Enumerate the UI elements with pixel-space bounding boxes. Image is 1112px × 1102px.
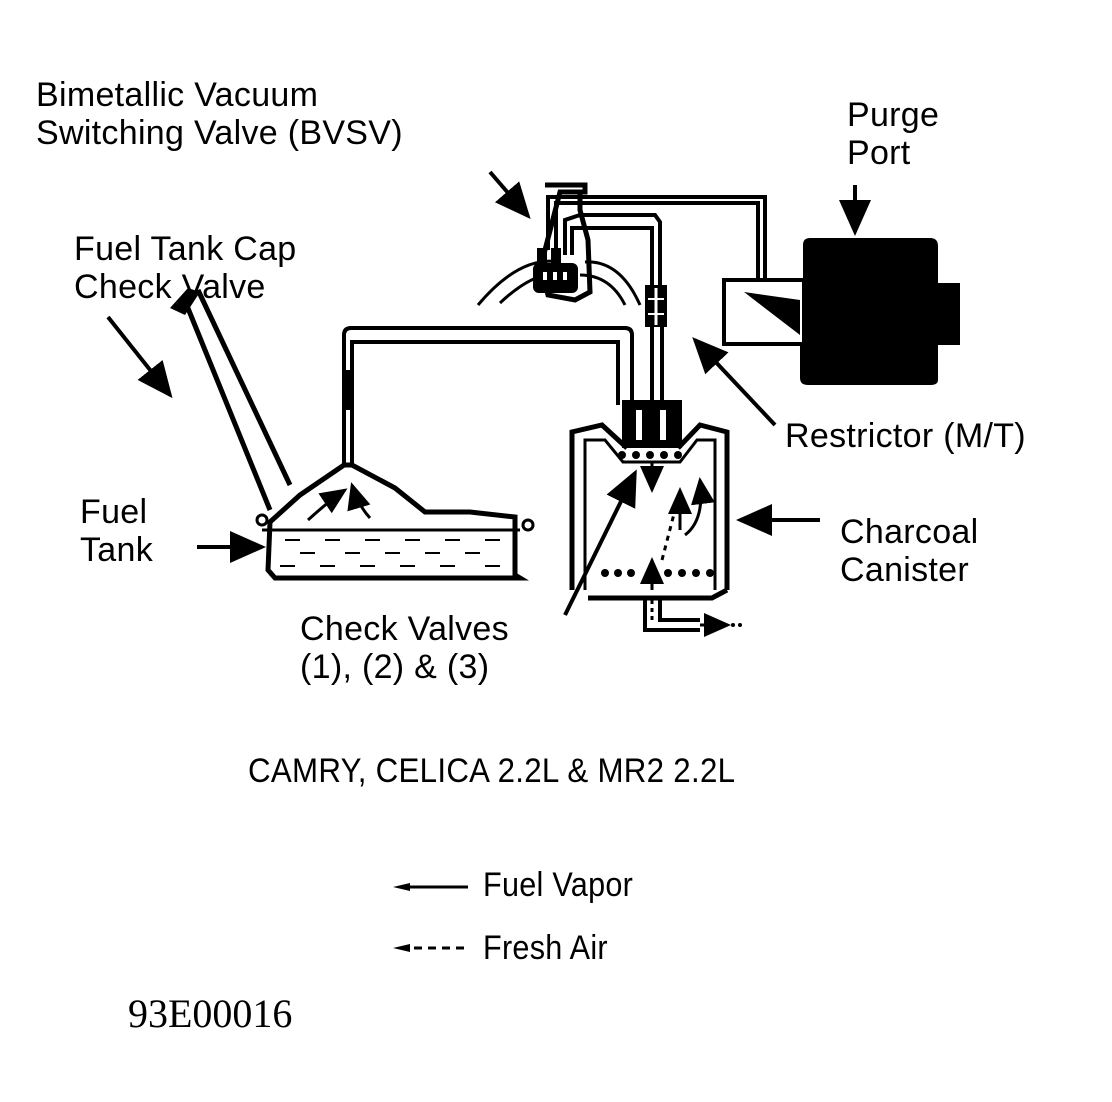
fuel-tank	[170, 288, 535, 581]
bvsv-valve	[533, 182, 593, 303]
fuel-liquid	[280, 539, 500, 567]
legend-fresh-air-label: Fresh Air	[483, 929, 608, 967]
legend-swatches	[393, 883, 468, 952]
fuel-tank-label: Fuel Tank	[80, 493, 153, 569]
check-valves-leader-arrow	[563, 469, 637, 616]
cap-check-valve-label: Fuel Tank Cap Check Valve	[74, 230, 297, 306]
purge-port-label-line2: Port	[847, 134, 911, 172]
vapor-line	[342, 326, 634, 465]
charcoal-canister	[569, 400, 742, 637]
restrictor-label: Restrictor (M/T)	[785, 417, 1026, 455]
check-valves-label-line2: (1), (2) & (3)	[300, 648, 490, 686]
restrictor	[645, 285, 667, 400]
cap-check-valve-leader-arrow	[106, 315, 173, 399]
charcoal-canister-label-line1: Charcoal	[840, 513, 979, 551]
charcoal-canister-label: Charcoal Canister	[840, 513, 978, 589]
bvsv-label-line2: Switching Valve (BVSV)	[36, 114, 403, 152]
vacuum-hoses	[546, 195, 767, 288]
purge-port-throttle-body	[722, 238, 960, 385]
restrictor-leader-arrow	[692, 337, 777, 427]
cap-check-valve-label-line2: Check Valve	[74, 268, 266, 306]
legend-fuel-vapor-label: Fuel Vapor	[483, 866, 634, 904]
canister-screen-dots	[601, 451, 714, 577]
purge-port-label-line1: Purge	[847, 96, 940, 134]
purge-port-label: Purge Port	[847, 96, 939, 172]
figure-code: 93E00016	[128, 991, 293, 1036]
vehicle-caption: CAMRY, CELICA 2.2L & MR2 2.2L	[248, 752, 736, 790]
leader-arrows	[106, 170, 871, 616]
cap-check-valve-label-line1: Fuel Tank Cap	[74, 230, 297, 268]
bvsv-leader-arrow	[488, 170, 531, 220]
charcoal-canister-label-line2: Canister	[840, 551, 970, 589]
check-valves-label: Check Valves (1), (2) & (3)	[300, 610, 509, 686]
bvsv-label: Bimetallic Vacuum Switching Valve (BVSV)	[36, 76, 403, 152]
bvsv-label-line1: Bimetallic Vacuum	[36, 76, 319, 114]
check-valves-label-line1: Check Valves	[300, 610, 509, 648]
fuel-tank-label-line2: Tank	[80, 531, 154, 569]
fuel-tank-label-line1: Fuel	[80, 493, 148, 531]
